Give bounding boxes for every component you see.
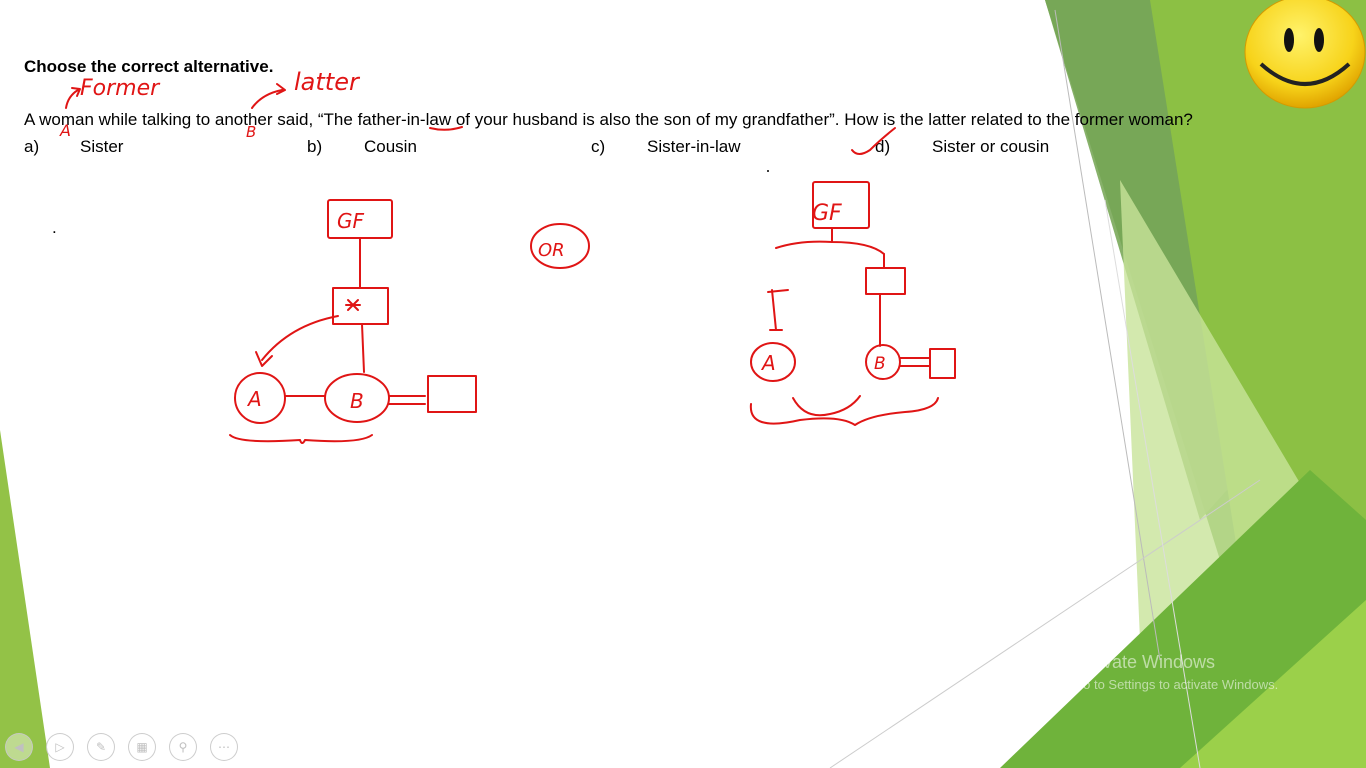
option-a-letter: a) [24, 137, 40, 156]
smiley-icon [1244, 0, 1366, 109]
pen-icon[interactable]: ✎ [87, 733, 115, 761]
next-icon[interactable]: ▷ [46, 733, 74, 761]
option-b-text: Cousin [364, 137, 417, 156]
option-a-text: Sister [80, 137, 124, 156]
stray-dot: . [52, 218, 57, 237]
option-c-text: Sister-in-law [647, 137, 741, 156]
option-c-letter: c) [591, 137, 606, 156]
zoom-icon[interactable]: ⚲ [169, 733, 197, 761]
option-b-letter: b) [307, 137, 323, 156]
activate-windows-title: Activate Windows [1073, 652, 1216, 672]
slide-heading: Choose the correct alternative. [24, 57, 274, 76]
question-text: A woman while talking to another said, “… [24, 110, 1193, 129]
option-d-text: Sister or cousin [932, 137, 1050, 156]
more-icon[interactable]: ⋯ [210, 733, 238, 761]
slides-icon[interactable]: ▦ [128, 733, 156, 761]
previous-icon[interactable]: ◀ [5, 733, 33, 761]
option-d-letter: d) [875, 137, 891, 156]
activate-windows-subtitle: Go to Settings to activate Windows. [1073, 677, 1279, 692]
